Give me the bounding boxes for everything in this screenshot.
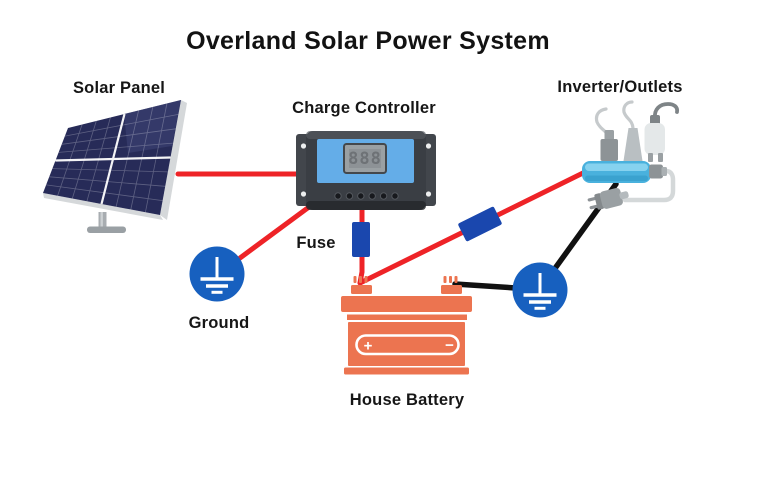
solar-panel-icon: [43, 100, 187, 233]
wire-battery-to-ground: [452, 281, 519, 291]
fuse-icon: [352, 222, 370, 257]
power-cord-icon: [622, 168, 676, 203]
battery-minus-sign: −: [445, 337, 454, 354]
controller-buttons: [334, 192, 399, 200]
label-charge-controller: Charge Controller: [292, 99, 436, 117]
plug-icon: [623, 128, 643, 161]
label-fuse: Fuse: [296, 234, 336, 252]
ground-icon: [189, 246, 245, 302]
fuse-icon-2: [458, 206, 502, 242]
screw-icon: [300, 191, 307, 197]
battery-foot: [344, 367, 469, 375]
plug-cord-icon: [622, 100, 635, 131]
wire-controller-to-ground: [237, 204, 312, 261]
battery-polarity-pill: [355, 334, 460, 356]
house-battery-icon: + −: [341, 276, 472, 375]
battery-terminal-negative: [441, 276, 462, 294]
screw-icon: [425, 143, 432, 149]
label-ground: Ground: [188, 314, 250, 332]
battery-terminal-positive: [351, 276, 372, 294]
page-title: Overland Solar Power System: [186, 27, 550, 55]
battery-plus-sign: +: [364, 338, 373, 355]
plug-cord-icon: [653, 102, 680, 120]
label-inverter-outlets: Inverter/Outlets: [557, 78, 683, 96]
strip-outlet-connector: [649, 164, 663, 179]
panel-base: [87, 226, 126, 233]
wall-plug-icon: [587, 187, 629, 210]
battery-cap: [341, 296, 472, 312]
plug-icon: [644, 115, 665, 162]
panel-frame: [43, 193, 163, 220]
controller-display-value: 888: [348, 149, 382, 169]
charge-controller-icon: 888: [296, 131, 436, 210]
label-solar-panel: Solar Panel: [72, 79, 166, 97]
ground-icon-2: [512, 262, 568, 318]
power-strip-icon: [582, 100, 680, 210]
plug-icon: [600, 130, 618, 161]
panel-divider-lines: [55, 113, 171, 205]
label-house-battery: House Battery: [349, 391, 465, 409]
screw-icon: [425, 191, 432, 197]
screw-icon: [300, 143, 307, 149]
